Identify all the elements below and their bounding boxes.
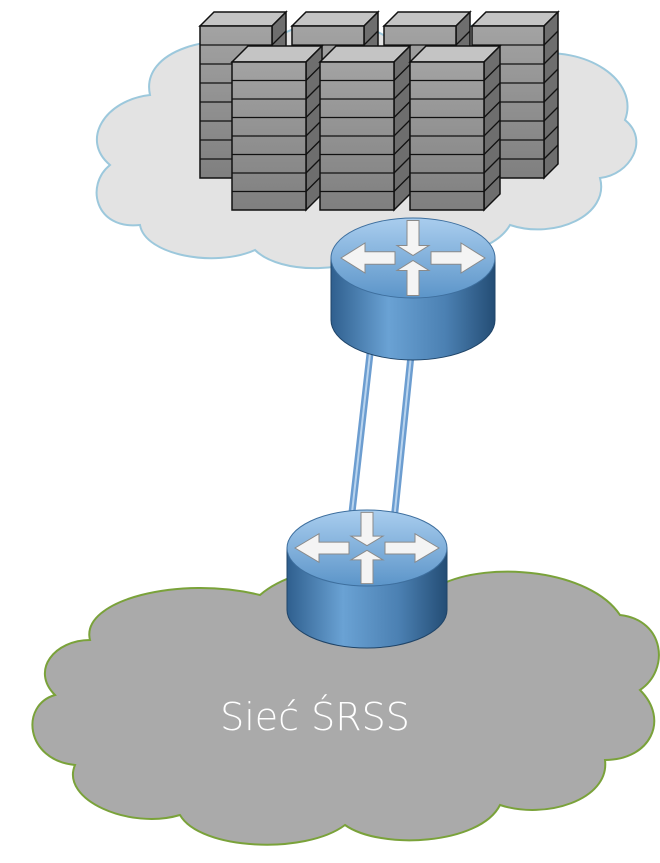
server-rack-icon	[408, 44, 502, 212]
server-rack-icon	[230, 44, 324, 212]
router-arrows-icon	[340, 220, 486, 296]
server-rack-icon	[318, 44, 412, 212]
router-icon	[330, 217, 496, 361]
network-label: Sieć ŚRSS	[220, 695, 410, 739]
router-icon	[286, 509, 448, 649]
router-arrows-icon	[294, 511, 440, 585]
uplink-cables	[346, 332, 417, 534]
server-farm	[198, 10, 560, 212]
